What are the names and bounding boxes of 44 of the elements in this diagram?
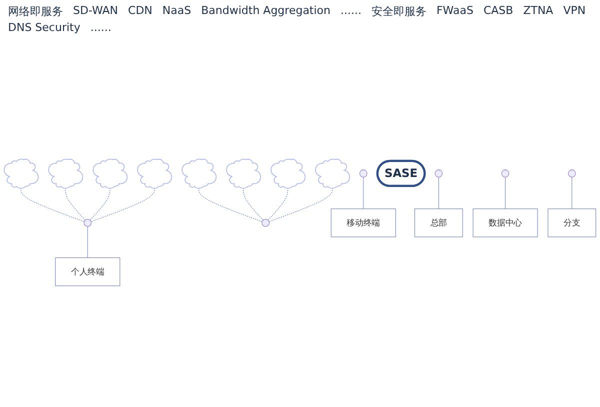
node-box: 总部 [414,208,463,238]
node-cloud [182,158,217,189]
connector [268,188,288,220]
node-circle [568,170,576,178]
service-label: CASB [483,4,514,19]
node-circle [84,218,92,227]
service-label: NaaS [162,4,192,19]
connector [243,188,264,220]
connector [20,188,84,222]
service-label: CDN [128,4,152,19]
node-circle [359,170,368,178]
node-cloud [92,158,128,189]
connector [198,188,262,222]
node-cloud [137,158,172,189]
connector [438,176,439,210]
service-label: ...... [340,4,362,19]
connector [363,176,364,210]
node-cloud [4,158,39,189]
service-label: DNS Security [8,21,80,34]
connector [90,188,110,220]
service-label: 网络即服务 [8,4,63,19]
node-cloud [315,158,350,189]
service-label: ZTNA [523,4,554,19]
node-box: 数据中心 [472,208,538,238]
node-box: 移动终端 [330,208,396,238]
connector [90,188,155,222]
service-label: 安全即服务 [371,4,426,19]
node-circle [501,170,510,178]
service-label: FWaaS [436,4,474,19]
node-cloud [270,158,306,189]
node-box: 个人终端 [55,257,120,286]
connector [268,188,333,222]
service-label: SD-WAN [73,4,118,19]
node-box: 分支 [548,208,596,238]
node-cloud [48,158,84,189]
service-label: ...... [90,21,112,34]
service-label: Bandwidth Aggregation [201,4,330,19]
connector [87,226,88,258]
connector [505,176,506,210]
connector [65,188,86,220]
node-circle [434,170,443,178]
node-cloud [226,158,262,189]
node-circle [262,218,270,227]
service-label: VPN [563,4,586,19]
